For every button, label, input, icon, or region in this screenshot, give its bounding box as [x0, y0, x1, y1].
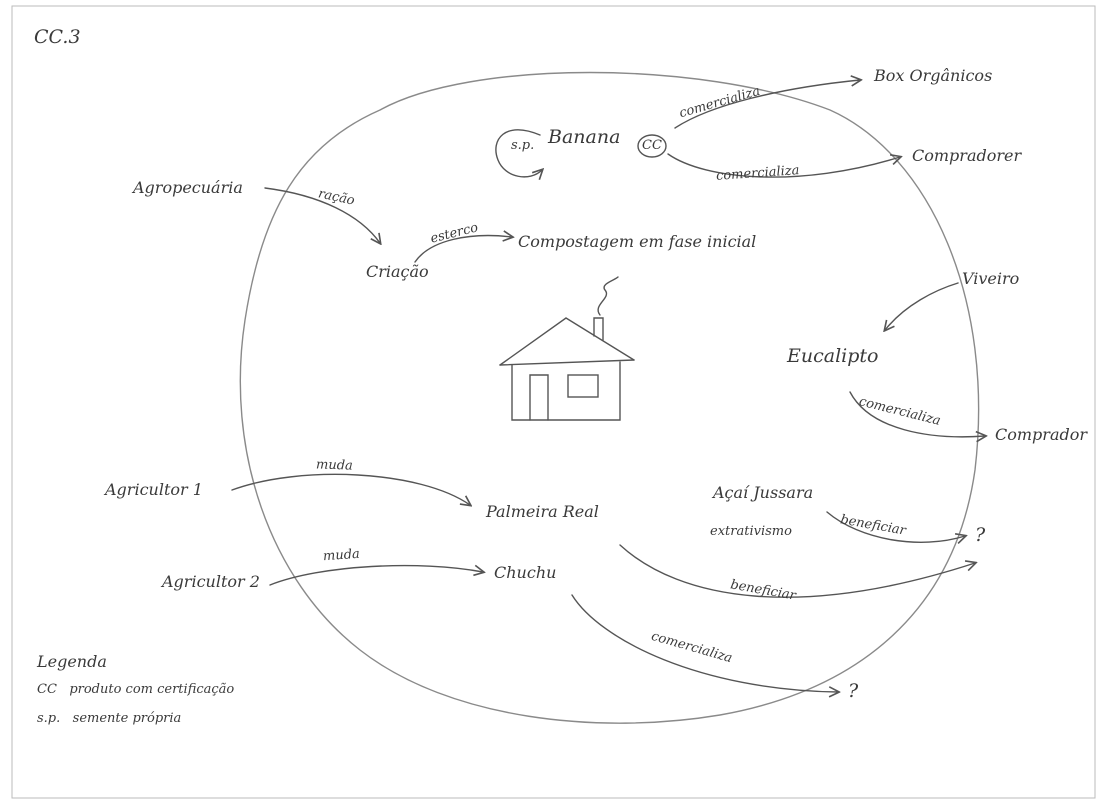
node-palmeira-real: Palmeira Real: [486, 502, 599, 521]
legend-text: semente própria: [72, 711, 182, 726]
node-banana-cc: CC: [642, 138, 662, 153]
cc-circle: [637, 134, 667, 158]
node-criacao: Criação: [366, 262, 429, 281]
page-border: [11, 5, 1096, 799]
node-question-right: ?: [975, 524, 986, 546]
legend-item: CC produto com certificação: [37, 682, 234, 697]
node-compostagem: Compostagem em fase inicial: [518, 232, 757, 251]
edge-eucalipto-comprador: [849, 391, 985, 437]
edge-agricultor2-chuchu: [269, 566, 483, 586]
node-question-bottom: ?: [848, 680, 859, 702]
node-agropecuaria: Agropecuária: [133, 178, 243, 197]
legend-key: s.p.: [37, 711, 61, 726]
edge-viveiro-eucalipto: [885, 282, 959, 330]
node-banana-sp: s.p.: [511, 138, 535, 153]
edge-acai-question: [826, 511, 965, 542]
node-banana: Banana: [548, 126, 621, 148]
legend-title: Legenda: [37, 652, 107, 671]
legend-text: produto com certificação: [69, 682, 235, 697]
edge-banana-box: [674, 80, 860, 129]
edge-agricultor1-palmeira: [231, 473, 470, 505]
edge-label-agricultor2-chuchu: muda: [322, 546, 361, 565]
edge-label-agricultor1-palmeira: muda: [315, 457, 354, 474]
node-agricultor1: Agricultor 1: [105, 480, 203, 499]
node-agricultor2: Agricultor 2: [162, 572, 260, 591]
property-circle: [239, 71, 980, 724]
node-chuchu: Chuchu: [494, 563, 557, 582]
node-viveiro: Viveiro: [962, 269, 1020, 288]
edge-palmeira-question: [619, 544, 975, 598]
node-eucalipto: Eucalipto: [787, 345, 879, 367]
legend-item: s.p. semente própria: [37, 711, 181, 726]
node-extrativismo: extrativismo: [710, 524, 792, 539]
house-drawing: [499, 276, 635, 421]
node-acai-jussara: Açaí Jussara: [713, 483, 814, 502]
node-comprador: Comprador: [995, 425, 1087, 444]
edge-chuchu-question: [571, 594, 838, 692]
node-box-organicos: Box Orgânicos: [874, 66, 993, 85]
diagram-code: CC.3: [34, 26, 81, 48]
node-compradorer: Compradorer: [912, 146, 1022, 165]
legend-key: CC: [37, 682, 57, 697]
edge-criacao-compostagem: [414, 236, 512, 263]
edge-agro-criacao: [264, 187, 380, 243]
edge-banana-compradorer: [667, 153, 900, 178]
sp-loop: [495, 129, 542, 177]
